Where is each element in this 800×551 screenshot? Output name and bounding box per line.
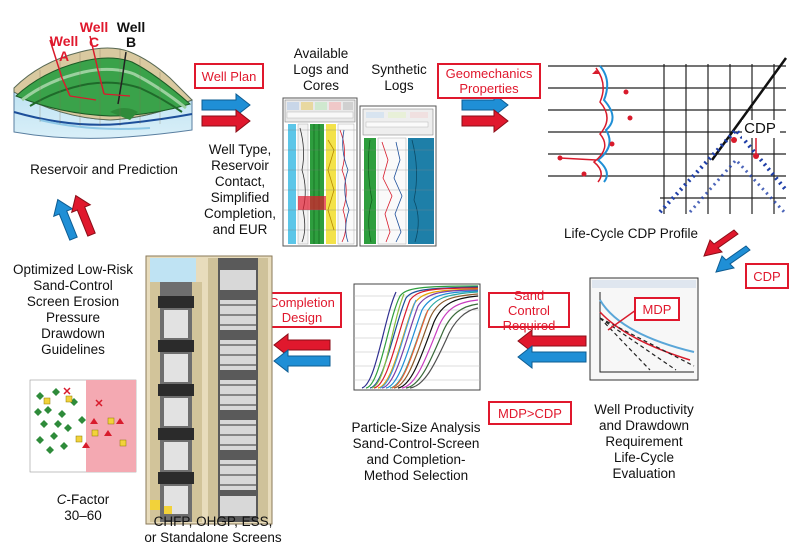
well-c-label: Well C (79, 19, 109, 50)
completions-label: CHFP, OHGP, ESS, or Standalone Screens (144, 514, 282, 545)
geomechanics-box: Geomechanics Properties (437, 63, 541, 99)
well-plan-box: Well Plan (194, 63, 264, 89)
well-a-label: Well A (49, 33, 79, 64)
cdp-box: CDP (745, 263, 789, 289)
c-factor-rest: -Factor (66, 492, 110, 507)
completion-design-box: Completion Design (262, 292, 342, 328)
c-factor-range: 30–60 (64, 508, 102, 523)
well-b-label: Well B (116, 19, 146, 50)
life-cycle-cdp-label: Life-Cycle CDP Profile (563, 226, 699, 241)
synthetic-logs-label: Synthetic Logs (371, 62, 427, 93)
well-type-label: Well Type, Reservoir Contact, Simplified… (203, 142, 277, 237)
c-factor-italic: C (56, 492, 67, 507)
cdp-chart-label: CDP (744, 120, 776, 137)
mdp-box: MDP (634, 297, 680, 321)
reservoir-prediction-label: Reservoir and Prediction (30, 162, 178, 177)
mdp-cdp-box: MDP>CDP (488, 401, 572, 425)
well-productivity-label: Well Productivity and Drawdown Requireme… (594, 402, 694, 481)
c-factor-label: C-Factor (30, 492, 136, 508)
optimized-guidelines-label: Optimized Low-Risk Sand-Control Screen E… (12, 262, 134, 357)
particle-size-label: Particle-Size Analysis Sand-Control-Scre… (351, 420, 481, 483)
sand-control-box: Sand Control Required (488, 288, 570, 333)
available-logs-label: Available Logs and Cores (293, 46, 349, 93)
